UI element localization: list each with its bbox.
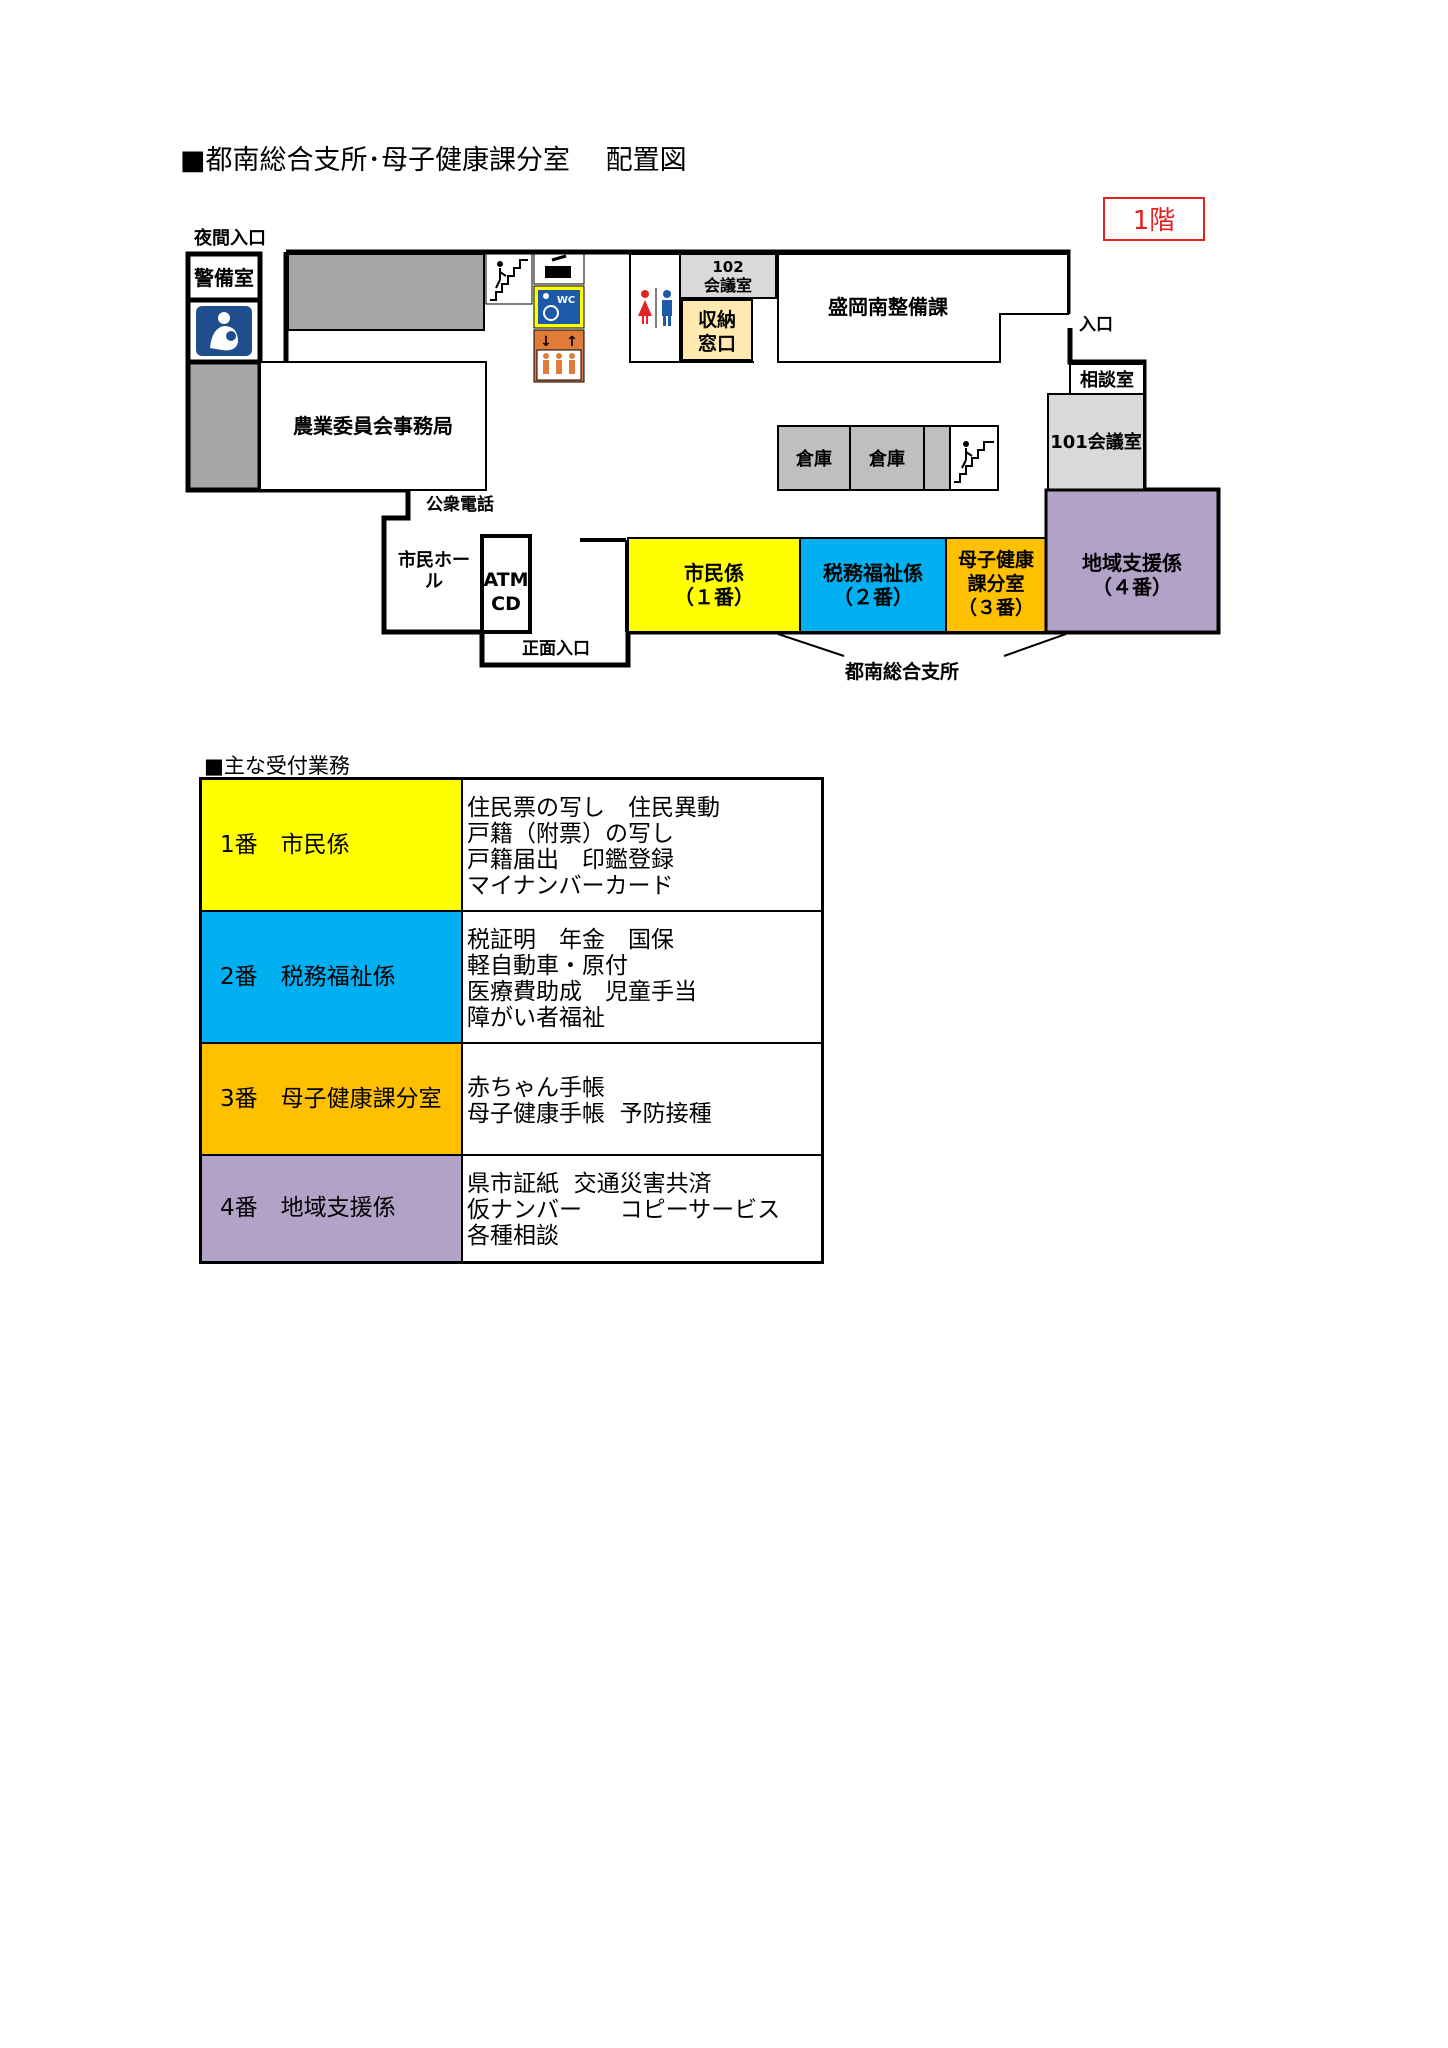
svg-text:会議室: 会議室 [704, 276, 752, 295]
stairs-icon [949, 425, 999, 491]
night-entrance-label: 夜間入口 [193, 227, 266, 249]
svg-text:収納: 収納 [698, 308, 736, 331]
front-entrance-label: 正面入口 [522, 639, 590, 659]
svg-text:（１番）: （１番） [674, 585, 754, 609]
road-division: 盛岡南整備課 [777, 253, 1069, 363]
svg-text:都南総合支所: 都南総合支所 [844, 660, 959, 683]
svg-text:相談室: 相談室 [1080, 369, 1134, 391]
window-2-tax-welfare: 税務福祉係 （２番） [799, 537, 947, 633]
service-items: 赤ちゃん手帳母子健康手帳 予防接種 [461, 1041, 824, 1156]
svg-text:警備室: 警備室 [194, 266, 254, 290]
service-item: 税証明 年金 国保 [467, 926, 674, 953]
svg-text:市民ホー: 市民ホー [398, 549, 470, 571]
service-row: 2番 税務福祉係税証明 年金 国保軽自動車・原付医療費助成 児童手当障がい者福祉 [199, 909, 824, 1044]
toilet-icon [638, 288, 672, 328]
service-item: 軽自動車・原付 [467, 952, 628, 979]
service-items: 県市証紙 交通災害共済仮ナンバー コピーサービス各種相談 [461, 1153, 824, 1264]
public-phone-label: 公衆電話 [426, 494, 494, 515]
svg-text:（２番）: （２番） [833, 585, 913, 609]
elevator-icon: ↓ ↑ [533, 329, 585, 383]
service-item: 障がい者福祉 [467, 1004, 605, 1031]
guard-room: 警備室 [185, 251, 263, 303]
storage-gray-block [185, 359, 263, 493]
services-table: 1番 市民係住民票の写し 住民異動戸籍（附票）の写し戸籍届出 印鑑登録マイナンバ… [199, 777, 824, 1264]
svg-text:102: 102 [712, 258, 743, 276]
nursing-room-icon [196, 306, 252, 356]
utility-room [287, 253, 485, 331]
baby-changing-icon [533, 253, 585, 285]
svg-text:倉庫: 倉庫 [795, 448, 832, 470]
service-item: 各種相談 [467, 1223, 559, 1250]
branch-office-callout: 都南総合支所 [777, 633, 1067, 683]
svg-text:CD: CD [491, 593, 521, 615]
floor-badge-label: 1階 [1133, 206, 1176, 236]
entrance-east-label: 入口 [1079, 315, 1113, 335]
agriculture-office: 農業委員会事務局 [259, 361, 487, 491]
service-item: 戸籍（附票）の写し [467, 820, 674, 847]
window-3-maternal-health: 母子健康 課分室 （３番） [945, 537, 1047, 633]
floor-badge: 1階 [1103, 197, 1205, 241]
svg-text:ル: ル [425, 571, 443, 592]
meeting-room-102: 102 会議室 [679, 253, 777, 299]
svg-text:（３番）: （３番） [958, 596, 1034, 619]
svg-text:101会議室: 101会議室 [1050, 431, 1142, 453]
service-items: 税証明 年金 国保軽自動車・原付医療費助成 児童手当障がい者福祉 [461, 909, 824, 1044]
svg-text:盛岡南整備課: 盛岡南整備課 [828, 295, 949, 319]
service-items: 住民票の写し 住民異動戸籍（附票）の写し戸籍届出 印鑑登録マイナンバーカード [461, 777, 824, 912]
svg-text:市民係: 市民係 [684, 561, 744, 585]
service-row: 1番 市民係住民票の写し 住民異動戸籍（附票）の写し戸籍届出 印鑑登録マイナンバ… [199, 777, 824, 912]
toilet-room [629, 253, 681, 363]
service-category: 4番 地域支援係 [199, 1153, 463, 1264]
svg-text:WC: WC [557, 295, 575, 306]
citizen-hall: 市民ホー ル [398, 549, 470, 592]
service-row: 3番 母子健康課分室赤ちゃん手帳母子健康手帳 予防接種 [199, 1041, 824, 1156]
svg-text:課分室: 課分室 [967, 572, 1024, 595]
service-item: 戸籍届出 印鑑登録 [467, 846, 674, 873]
service-item: 県市証紙 交通災害共済 [467, 1171, 712, 1198]
svg-text:農業委員会事務局: 農業委員会事務局 [293, 414, 453, 438]
svg-text:税務福祉係: 税務福祉係 [823, 561, 923, 585]
service-item: 住民票の写し 住民異動 [467, 794, 720, 821]
svg-text:窓口: 窓口 [698, 332, 736, 355]
service-item: 仮ナンバー コピーサービス [467, 1197, 781, 1224]
atm-cd: ATM CD [480, 534, 532, 634]
services-heading: ■主な受付業務 [204, 754, 350, 778]
service-category: 1番 市民係 [199, 777, 463, 912]
window-4-community-support: 地域支援係 （４番） [1044, 488, 1220, 634]
storage-room-1: 倉庫 [777, 425, 851, 491]
service-item: 医療費助成 児童手当 [467, 978, 697, 1005]
svg-text:倉庫: 倉庫 [868, 448, 905, 470]
service-item: 赤ちゃん手帳 [467, 1074, 605, 1101]
svg-text:↓: ↓ [540, 334, 552, 350]
service-item: 母子健康手帳 予防接種 [467, 1100, 712, 1127]
svg-text:（４番）: （４番） [1092, 575, 1172, 599]
window-1-citizen: 市民係 （１番） [627, 537, 801, 633]
consultation-room: 相談室 [1069, 363, 1145, 395]
page-title: ■都南総合支所･母子健康課分室 配置図 [180, 145, 687, 176]
svg-text:地域支援係: 地域支援係 [1082, 551, 1182, 575]
service-category: 2番 税務福祉係 [199, 909, 463, 1044]
service-row: 4番 地域支援係県市証紙 交通災害共済仮ナンバー コピーサービス各種相談 [199, 1153, 824, 1264]
stairs-icon [485, 253, 533, 305]
svg-text:ATM: ATM [483, 569, 528, 591]
svg-text:↑: ↑ [566, 334, 578, 350]
payment-window: 収納 窓口 [681, 299, 753, 361]
svg-text:母子健康: 母子健康 [958, 548, 1035, 571]
service-item: マイナンバーカード [467, 872, 674, 899]
wheelchair-wc-icon: WC [533, 285, 585, 329]
meeting-room-101: 101会議室 [1047, 393, 1145, 491]
service-category: 3番 母子健康課分室 [199, 1041, 463, 1156]
floor-plan: 1階 警備室 夜間入口 農業委員会事務局 [185, 197, 1221, 683]
storage-room-2: 倉庫 [849, 425, 925, 491]
